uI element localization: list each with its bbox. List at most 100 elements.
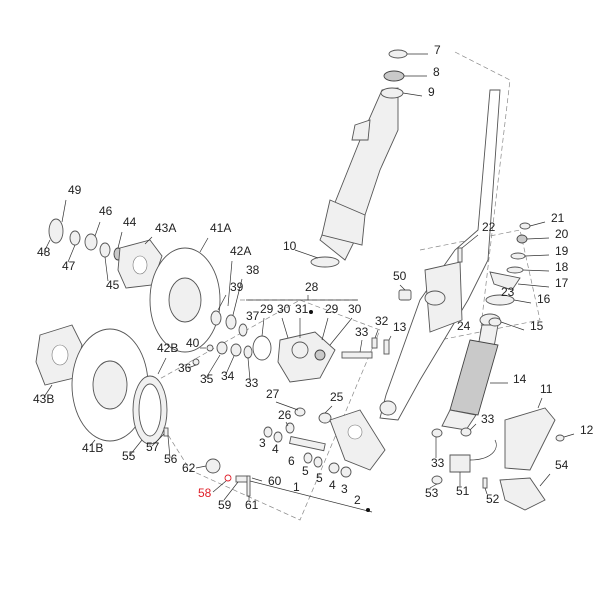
axle-6 <box>289 435 326 452</box>
callout-33d: 33 <box>431 456 445 470</box>
fork-clamp-hole <box>424 290 446 306</box>
callout-32: 32 <box>375 314 389 328</box>
screw-57 <box>163 427 169 437</box>
spacer-5b <box>313 456 323 468</box>
callout-42A: 42A <box>230 244 251 258</box>
top-nuts <box>380 49 428 99</box>
sensor-cable <box>469 439 497 461</box>
bearing-46 <box>84 233 98 251</box>
part-38 <box>225 314 237 330</box>
axle-assembly <box>245 401 386 513</box>
seal-4b <box>328 462 340 474</box>
leader-18 <box>522 269 550 272</box>
part-20 <box>516 234 528 244</box>
callout-51: 51 <box>456 484 470 498</box>
washer-7 <box>388 49 408 59</box>
leader-41A <box>199 237 209 253</box>
leader-42B <box>157 357 167 375</box>
part-39 <box>210 310 222 326</box>
callout-24: 24 <box>457 319 471 333</box>
bracket-17 <box>489 271 521 291</box>
leader-52 <box>484 487 488 495</box>
callout-11: 11 <box>540 382 553 396</box>
callout-23: 23 <box>501 285 515 299</box>
callout-30a: 30 <box>277 302 291 316</box>
callout-33c: 33 <box>481 412 495 426</box>
callout-30b: 30 <box>348 302 362 316</box>
leader-38 <box>232 278 243 316</box>
leader-36 <box>187 364 197 369</box>
shock-spring <box>449 339 499 416</box>
callout-45: 45 <box>106 278 120 292</box>
callout-1: 1 <box>293 480 300 494</box>
fork-bottom-eye <box>379 400 397 416</box>
leader-58 <box>212 480 227 493</box>
leader-29b <box>321 317 329 341</box>
callout-44: 44 <box>123 215 137 229</box>
leader-41B <box>89 439 96 447</box>
leader-33a <box>359 339 363 353</box>
bearing-3b <box>340 466 352 478</box>
leader-56 <box>167 435 171 459</box>
upper-hub-assembly <box>43 199 163 289</box>
callout-33b: 33 <box>245 376 259 390</box>
leader-30a <box>281 317 289 339</box>
steering-column <box>319 87 399 261</box>
leader-46 <box>94 221 101 237</box>
leader-55 <box>129 439 143 456</box>
leader-53 <box>429 483 438 489</box>
fork-stanchion <box>379 89 501 421</box>
callout-33a: 33 <box>355 325 369 339</box>
axle-end-parts <box>195 458 263 501</box>
nut-8 <box>383 70 405 82</box>
leader-13 <box>388 335 392 341</box>
leader-32 <box>374 329 379 339</box>
disc-fasteners <box>187 260 253 381</box>
bolt-22 <box>457 247 463 263</box>
leader-20 <box>526 237 550 240</box>
damper-upper-parts <box>485 221 550 331</box>
leader-54 <box>539 473 551 487</box>
leader-27 <box>275 401 299 411</box>
screw-52 <box>482 477 488 489</box>
callout-49: 49 <box>68 183 82 197</box>
callout-14: 14 <box>513 372 527 386</box>
hub-43B-bore <box>51 344 69 366</box>
callout-4b: 4 <box>329 478 336 492</box>
callout-17: 17 <box>555 276 569 290</box>
callout-29b: 29 <box>325 302 339 316</box>
callout-38: 38 <box>246 263 260 277</box>
callout-27: 27 <box>266 387 280 401</box>
callout-46: 46 <box>99 204 113 218</box>
callout-18: 18 <box>555 260 569 274</box>
bush-33c <box>460 427 472 437</box>
callout-62: 62 <box>182 461 196 475</box>
callout-34: 34 <box>221 369 235 383</box>
part-21 <box>519 222 531 230</box>
screw-12 <box>555 434 565 442</box>
leader-12 <box>563 433 575 438</box>
bush-53 <box>431 475 443 485</box>
washer-10 <box>310 256 340 268</box>
callout-42B: 42B <box>157 341 178 355</box>
leader-21 <box>529 221 546 227</box>
bearing-3a <box>263 426 273 438</box>
callout-26: 26 <box>278 408 292 422</box>
leader-33b <box>247 357 251 381</box>
caliper-piston-bore <box>291 341 309 359</box>
leader-16 <box>513 299 532 304</box>
leader-48 <box>43 239 51 253</box>
callout-50: 50 <box>393 269 407 283</box>
callout-47: 47 <box>62 259 76 273</box>
leader-39 <box>217 294 227 311</box>
hub-43A-bore <box>132 255 148 275</box>
callout-5b: 5 <box>316 471 323 485</box>
seal-47 <box>69 230 81 246</box>
callout-12: 12 <box>580 423 594 437</box>
steering-column-outline <box>454 51 511 421</box>
disc-41A-center <box>168 277 202 323</box>
leader-57 <box>151 433 165 447</box>
callout-25: 25 <box>330 390 344 404</box>
leader-62 <box>195 465 207 469</box>
steering-bracket <box>321 199 366 246</box>
